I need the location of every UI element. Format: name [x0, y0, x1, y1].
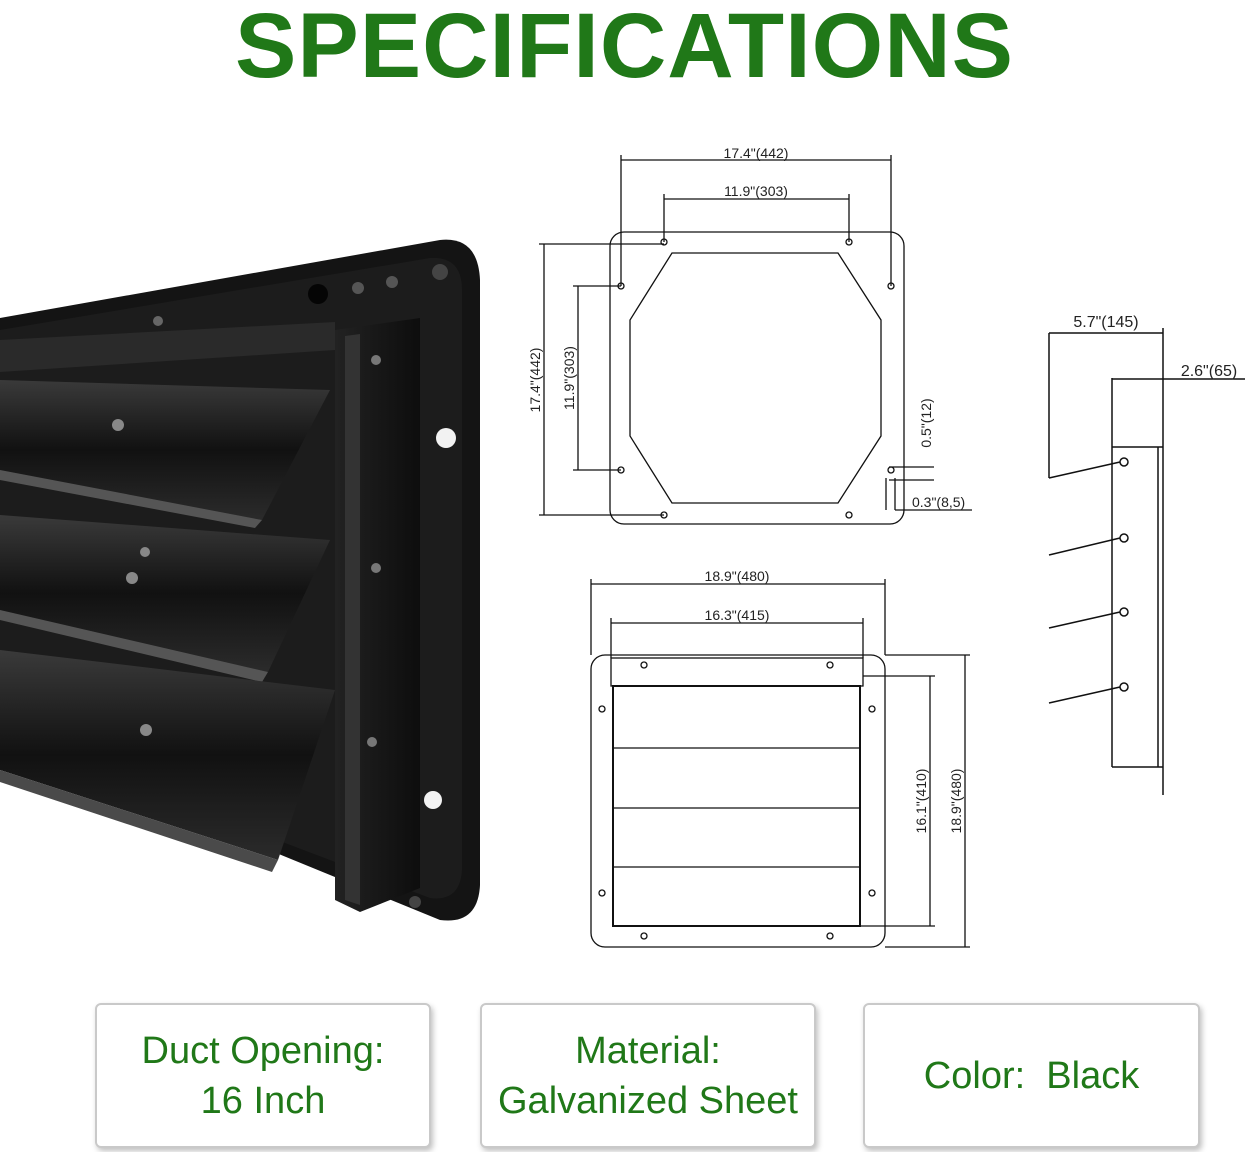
side-depth-label: 5.7"(145): [1073, 314, 1138, 331]
front-height-holes-label: 11.9"(303): [561, 346, 577, 410]
side-flange-label: 2.6"(65): [1181, 363, 1237, 380]
material-label: Material:: [575, 1029, 721, 1072]
front-hole-offset-y-label: 0.5"(12): [918, 398, 934, 447]
shutter-height-inner-label: 16.1"(410): [913, 769, 929, 834]
front-view-drawing: [539, 155, 972, 525]
shutter-view-drawing: [590, 579, 970, 948]
front-width-outer-label: 17.4"(442): [724, 145, 789, 161]
page-title: SPECIFICATIONS: [234, 0, 1015, 97]
shutter-width-inner-label: 16.3"(415): [705, 607, 770, 623]
duct-opening-label: Duct Opening:: [141, 1029, 385, 1072]
shutter-height-outer-label: 18.9"(480): [948, 769, 964, 834]
front-height-outer-label: 17.4"(442): [527, 348, 543, 413]
front-width-holes-label: 11.9"(303): [724, 183, 788, 199]
duct-opening-value: 16 Inch: [200, 1079, 326, 1122]
side-view-drawing: [1048, 328, 1245, 795]
duct-opening-card: Duct Opening: 16 Inch: [95, 1003, 431, 1148]
material-card: Material: Galvanized Sheet: [480, 1003, 816, 1148]
material-value: Galvanized Sheet: [498, 1079, 798, 1122]
shutter-product-image: [0, 239, 480, 921]
color-card: Color: Black: [863, 1003, 1200, 1148]
color-text: Color: Black: [923, 1054, 1140, 1097]
shutter-width-outer-label: 18.9"(480): [705, 568, 770, 584]
front-hole-offset-x-label: 0.3"(8,5): [912, 494, 965, 510]
